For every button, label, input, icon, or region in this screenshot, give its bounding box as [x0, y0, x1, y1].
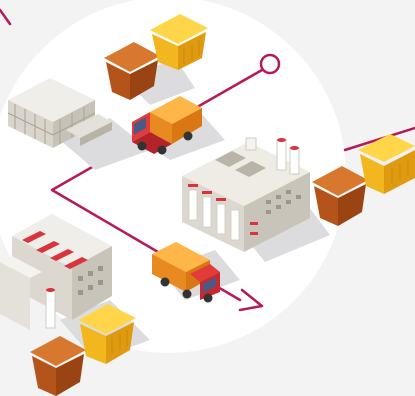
orange-waste-bin-bottom-icon	[30, 336, 86, 396]
route-arrow-icon	[238, 288, 264, 312]
orange-waste-bin-icon	[104, 42, 160, 100]
yellow-waste-bin-right-icon	[358, 134, 415, 194]
orange-waste-bin-right-icon	[312, 166, 368, 226]
route-start-ring-icon	[259, 53, 281, 75]
factory-icon	[0, 214, 112, 330]
recycling-plant-icon	[182, 137, 310, 252]
garbage-truck-bottom-icon	[152, 242, 220, 303]
yellow-waste-bin-icon	[150, 14, 208, 70]
garbage-truck-icon	[132, 96, 202, 155]
building-under-construction-icon	[7, 78, 112, 148]
yellow-waste-bin-bottom-icon	[78, 304, 136, 364]
